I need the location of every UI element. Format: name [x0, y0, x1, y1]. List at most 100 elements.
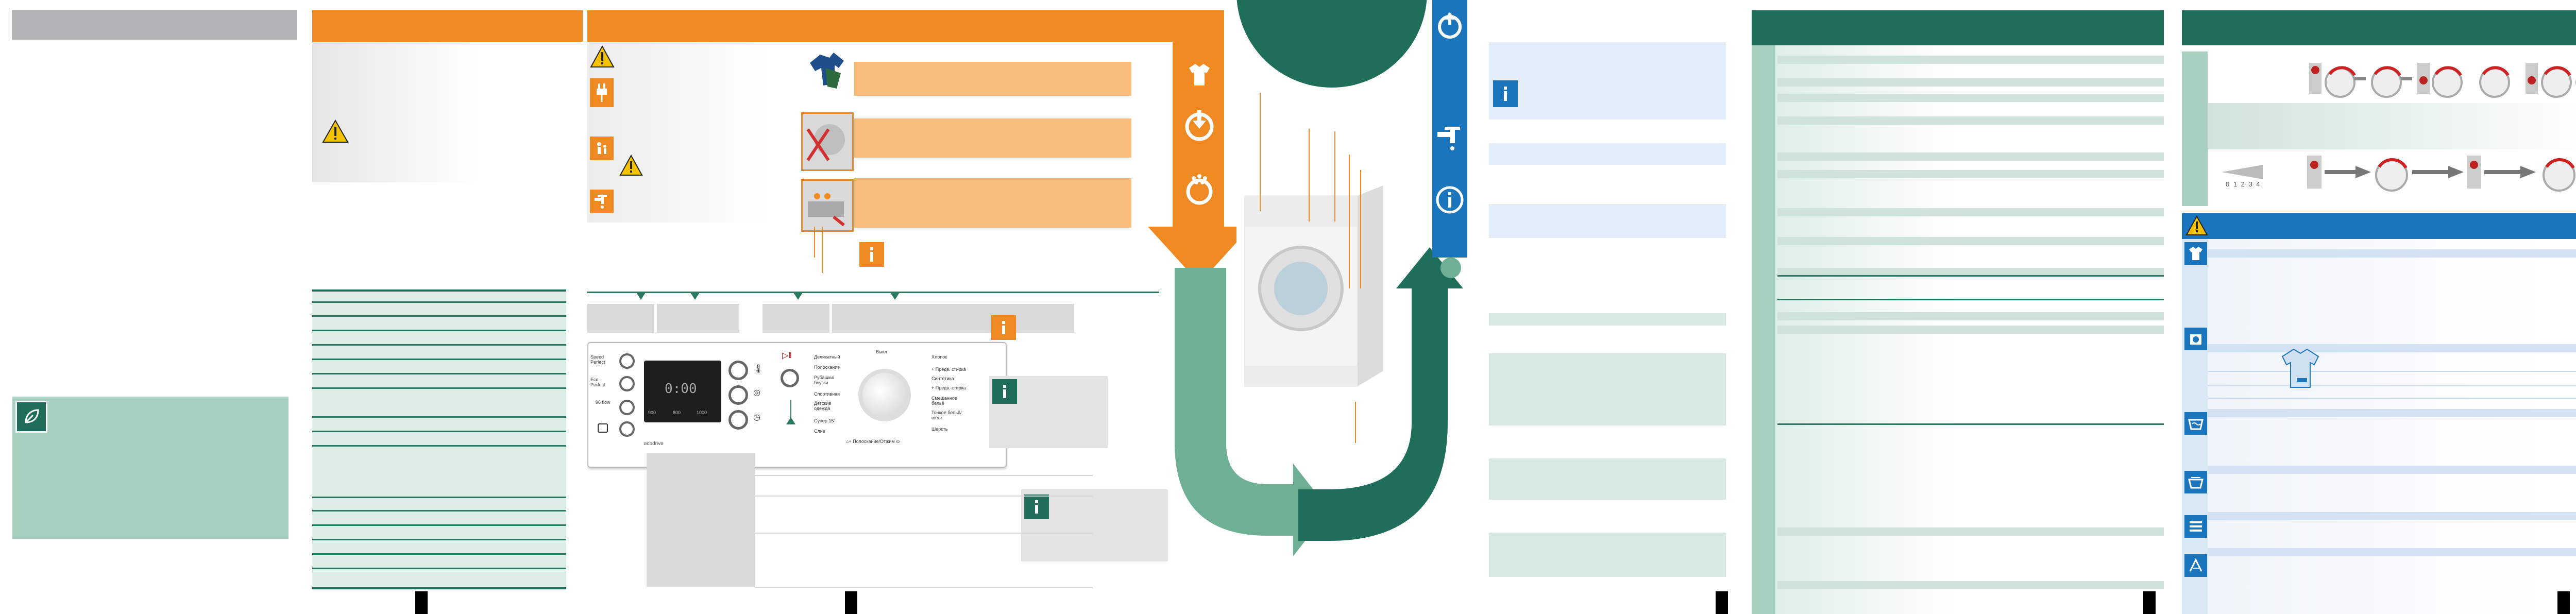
layers-icon	[2184, 515, 2207, 538]
info-block-6	[1489, 458, 1726, 500]
drum-illustration-cross	[801, 112, 854, 171]
temp-button[interactable]	[728, 361, 748, 380]
warning-triangle-icon	[590, 45, 615, 71]
brand-label: ecodrive	[644, 441, 664, 447]
safety-icons-box	[587, 42, 768, 223]
wash-basin-icon	[2184, 412, 2207, 435]
panel-2-header	[312, 10, 583, 42]
digital-display	[644, 361, 721, 422]
warning-triangle-icon	[2185, 215, 2208, 238]
left-button-label-1: Eco Perfect	[590, 377, 605, 387]
info-icon	[1493, 80, 1518, 107]
info-icon	[1024, 494, 1049, 519]
panel-2	[299, 0, 587, 614]
display-sub-0: 900	[648, 410, 656, 415]
clothes-sorting-illustration	[805, 47, 849, 92]
scale-numbers: 0 1 2 3 4	[2226, 180, 2261, 188]
thermometer-icon: 🌡	[753, 365, 764, 373]
info-block-5	[1489, 353, 1726, 425]
panel-4	[1236, 0, 1752, 614]
knob-seq-row2	[2216, 149, 2576, 196]
program-left-6: Слив	[814, 429, 825, 434]
display-digits: 0:00	[665, 381, 697, 397]
info-block-4	[1489, 313, 1726, 326]
program-left-1: Полоскание	[814, 365, 840, 370]
page-marker	[2557, 591, 2570, 614]
water-plus-button[interactable]	[619, 400, 635, 415]
display-sub-1: 800	[673, 410, 681, 415]
info-block-2	[1489, 143, 1726, 165]
start-pause-icon: ▷‖	[782, 351, 792, 360]
program-top-label: Выкл	[876, 349, 887, 354]
panel-3-header	[587, 10, 1175, 42]
page-marker	[1716, 591, 1728, 614]
program-right-0: Хлопок	[931, 354, 947, 360]
panel-1	[0, 0, 299, 614]
info-block-1	[1489, 42, 1726, 120]
shirt-icon	[2184, 242, 2207, 265]
program-selector-dial[interactable]	[858, 369, 911, 421]
top-green-semicircle	[1236, 0, 1427, 88]
water-tap-icon	[590, 190, 614, 213]
program-left-4: Детские одежда	[814, 401, 832, 411]
leaf-eco-icon	[15, 401, 47, 433]
program-right-4: Смешанное бельё	[931, 396, 957, 406]
care-table	[2182, 239, 2576, 614]
child-safety-icon	[590, 137, 614, 160]
program-right-3: + Предв. стирка	[931, 385, 966, 390]
program-left-3: Спортивная	[814, 391, 840, 397]
program-bottom-label: ⌂+ Полоскание/Отжим ⊙	[846, 439, 900, 444]
warning-triangle-icon	[322, 119, 349, 146]
load-icon-up	[1435, 11, 1464, 43]
detergent-drawer-illustration	[801, 179, 854, 232]
panel-1-header	[12, 10, 297, 40]
child-lock-icon	[598, 423, 608, 433]
detergent-icon	[1182, 171, 1216, 208]
eco-perfect-button[interactable]	[619, 376, 635, 391]
panel-6-header	[2182, 10, 2576, 45]
info-icon	[859, 242, 884, 267]
panel-5	[1752, 0, 2174, 614]
info-icon	[992, 379, 1017, 404]
green-dot	[1440, 258, 1461, 278]
start-pause-button[interactable]	[781, 369, 799, 387]
panel-5-header	[1752, 10, 2164, 45]
warning-header-bar	[2182, 213, 2576, 239]
step-bar-3	[854, 178, 1131, 228]
left-button-label-2: 96 flow	[596, 400, 611, 405]
spin-button[interactable]	[728, 385, 748, 405]
button-table	[647, 453, 755, 587]
water-tap-icon	[1435, 124, 1464, 155]
left-button-label-0: Speed Perfect	[590, 354, 605, 365]
program-right-6: Шерсть	[931, 427, 948, 432]
program-left-5: Супер 15'	[814, 418, 835, 423]
program-right-1: + Предв. стирка	[931, 367, 966, 372]
info-icon	[991, 315, 1016, 340]
display-sub-2: 1000	[697, 410, 707, 415]
temperature-icon	[2184, 328, 2207, 350]
finish-time-button[interactable]	[728, 410, 748, 430]
program-left-2: Рубашки/ блузки	[814, 375, 835, 385]
knob-seq-row1	[2309, 60, 2576, 101]
clothes-icon	[1185, 60, 1214, 91]
child-lock-button[interactable]	[619, 421, 635, 437]
program-right-2: Синтетика	[931, 376, 954, 381]
spin-icon: ◎	[753, 388, 760, 397]
info-block-3	[1489, 204, 1726, 238]
panel-6: 0 1 2 3 4	[2174, 0, 2576, 614]
flow-return-arrow	[1298, 247, 1463, 541]
settings-table	[312, 289, 566, 590]
step-bar-1	[854, 62, 1131, 96]
electric-plug-icon	[590, 78, 614, 107]
safety-note-box	[312, 42, 479, 182]
eco-tip-box	[12, 397, 289, 539]
step-bar-2	[854, 118, 1131, 158]
washing-machine	[1244, 185, 1409, 407]
panel-3: Speed Perfect Eco Perfect 96 flow 0:00 9…	[587, 0, 1236, 614]
info-circle-icon	[1435, 185, 1464, 217]
add-laundry-icon	[1182, 108, 1216, 145]
wash-tub-icon	[2184, 471, 2207, 493]
program-left-0: Деликатный	[814, 354, 840, 360]
page-marker	[2143, 591, 2156, 614]
speed-perfect-button[interactable]	[619, 353, 635, 369]
